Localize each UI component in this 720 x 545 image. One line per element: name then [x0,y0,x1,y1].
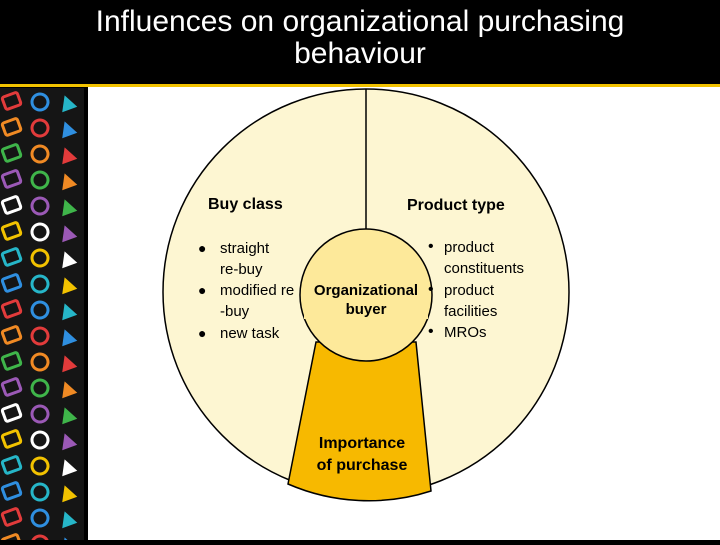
icon-collage [0,91,102,545]
collage-shape-icon [62,485,78,503]
center-label: Organizational buyer [304,281,428,319]
collage-shape-icon [30,326,50,346]
collage-shape-icon [62,251,78,269]
importance-label-line1: Importance [318,435,406,452]
collage-shape-icon [0,169,23,189]
list-item: ● modified re -buy [198,280,310,322]
importance-label: Importance of purchase [302,433,422,477]
bullet-icon: • [428,323,434,340]
list-item-line2: constituents [444,260,525,277]
collage-shape-icon [62,459,78,477]
collage-shape-icon [30,352,50,372]
collage-shape-icon [30,404,50,424]
bullet-icon: ● [198,240,207,256]
collage-shape-icon [0,507,23,527]
list-item-line2: facilities [444,303,498,320]
list-item: ● new task [198,323,310,344]
bullet-icon: ● [198,282,207,298]
collage-shape-icon [30,196,50,216]
gold-divider [0,84,720,87]
list-item: • MROs [428,322,538,343]
collage-shape-icon [30,378,50,398]
bullet-icon: • [428,238,434,255]
collage-shape-icon [0,273,23,293]
collage-shape-icon [30,144,50,164]
list-item-line1: new task [220,325,280,342]
collage-shape-icon [0,143,23,163]
collage-shape-icon [30,118,50,138]
collage-shape-icon [62,433,78,451]
collage-shape-icon [0,455,23,475]
collage-shape-icon [0,195,23,215]
collage-shape-icon [62,199,78,217]
collage-shape-icon [62,225,78,243]
collage-shape-icon [0,325,23,345]
bullet-icon: • [428,281,434,298]
diagram-area: Buy class ● straight re-buy ● modified r… [88,87,720,540]
list-item: • product facilities [428,280,538,322]
collage-shape-icon [62,381,78,399]
collage-shape-icon [30,430,50,450]
collage-shape-icon [62,147,78,165]
collage-shape-icon [62,407,78,425]
list-item-line2: re-buy [220,261,263,278]
collage-shape-icon [0,533,23,545]
collage-shape-icon [62,303,78,321]
collage-shape-icon [0,351,23,371]
list-item-line1: product [444,239,495,256]
slide-title-line2: behaviour [294,37,426,70]
collage-shape-icon [30,92,50,112]
collage-shape-icon [62,511,78,529]
collage-shape-icon [30,248,50,268]
collage-shape-icon [0,117,23,137]
collage-shape-icon [30,222,50,242]
collage-shape-icon [30,456,50,476]
collage-shape-icon [62,121,78,139]
product-type-list: • product constituents [428,237,538,279]
list-item: ● straight re-buy [198,238,310,280]
slide-title: Influences on organizational purchasing … [0,6,720,70]
product-type-list-2: • product facilities [428,280,538,322]
title-bar: Influences on organizational purchasing … [0,0,720,84]
collage-shape-icon [30,534,50,545]
bullet-icon: ● [198,325,207,341]
collage-shape-icon [30,482,50,502]
collage-shape-icon [62,95,78,113]
collage-shape-icon [0,377,23,397]
buy-class-list-3: ● new task [198,323,310,344]
collage-shape-icon [0,247,23,267]
collage-shape-icon [0,481,23,501]
list-item-line2: -buy [220,303,250,320]
list-item-line1: product [444,282,495,299]
collage-shape-icon [30,274,50,294]
importance-segment [287,341,432,502]
list-item-line1: modified re [220,282,295,299]
collage-shape-icon [0,403,23,423]
collage-shape-icon [30,300,50,320]
collage-shape-icon [62,277,78,295]
decorative-icon-strip [0,88,102,545]
product-type-heading: Product type [407,197,505,214]
collage-shape-icon [30,170,50,190]
collage-shape-icon [62,537,78,545]
collage-shape-icon [62,329,78,347]
center-label-line1: Organizational [313,282,419,299]
product-type-list-3: • MROs [428,322,538,343]
collage-shape-icon [0,221,23,241]
importance-label-line2: of purchase [316,457,408,474]
center-label-line2: buyer [345,301,387,318]
slide-title-line1: Influences on organizational purchasing [95,5,625,38]
collage-shape-icon [62,355,78,373]
collage-shape-icon [0,429,23,449]
list-item-line1: straight [220,240,270,257]
buy-class-list: ● straight re-buy [198,238,310,280]
buy-class-list-2: ● modified re -buy [198,280,310,322]
list-item-line1: MROs [444,324,487,341]
list-item: • product constituents [428,237,538,279]
buy-class-heading: Buy class [208,196,283,213]
collage-shape-icon [62,173,78,191]
collage-shape-icon [0,91,23,111]
collage-shape-icon [0,299,23,319]
collage-shape-icon [30,508,50,528]
